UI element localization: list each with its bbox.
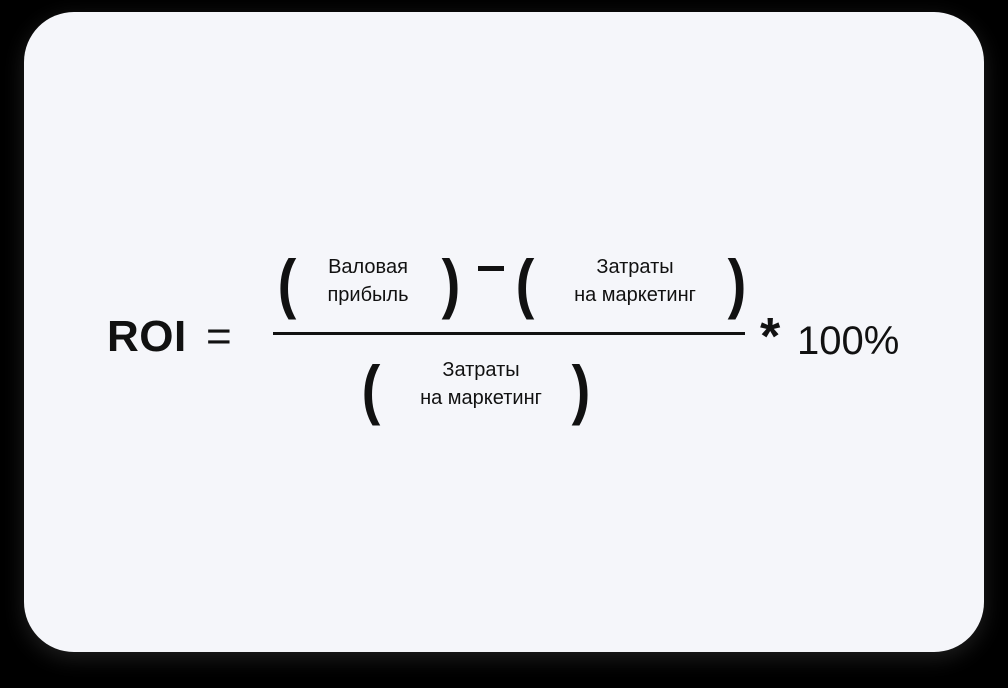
close-paren: ) bbox=[727, 246, 747, 320]
marketing-cost-term: Затраты на маркетинг bbox=[544, 253, 726, 309]
gross-profit-term: Валовая прибыль bbox=[306, 253, 430, 309]
close-paren: ) bbox=[571, 352, 591, 426]
multiply-sign: * bbox=[760, 308, 781, 366]
close-paren: ) bbox=[441, 246, 461, 320]
open-paren: ( bbox=[277, 246, 297, 320]
roi-label: ROI bbox=[107, 312, 187, 361]
term-line: на маркетинг bbox=[574, 284, 696, 306]
open-paren: ( bbox=[515, 246, 535, 320]
term-line: прибыль bbox=[327, 284, 409, 306]
term-line: на маркетинг bbox=[420, 387, 542, 409]
open-paren: ( bbox=[361, 352, 381, 426]
denominator-term: Затраты на маркетинг bbox=[390, 356, 572, 412]
term-line: Валовая bbox=[328, 256, 408, 278]
minus-operator bbox=[478, 266, 504, 271]
fraction-bar bbox=[273, 332, 745, 335]
equals-sign: = bbox=[206, 312, 232, 361]
term-line: Затраты bbox=[442, 359, 520, 381]
term-line: Затраты bbox=[596, 256, 674, 278]
hundred-percent: 100% bbox=[797, 319, 900, 363]
